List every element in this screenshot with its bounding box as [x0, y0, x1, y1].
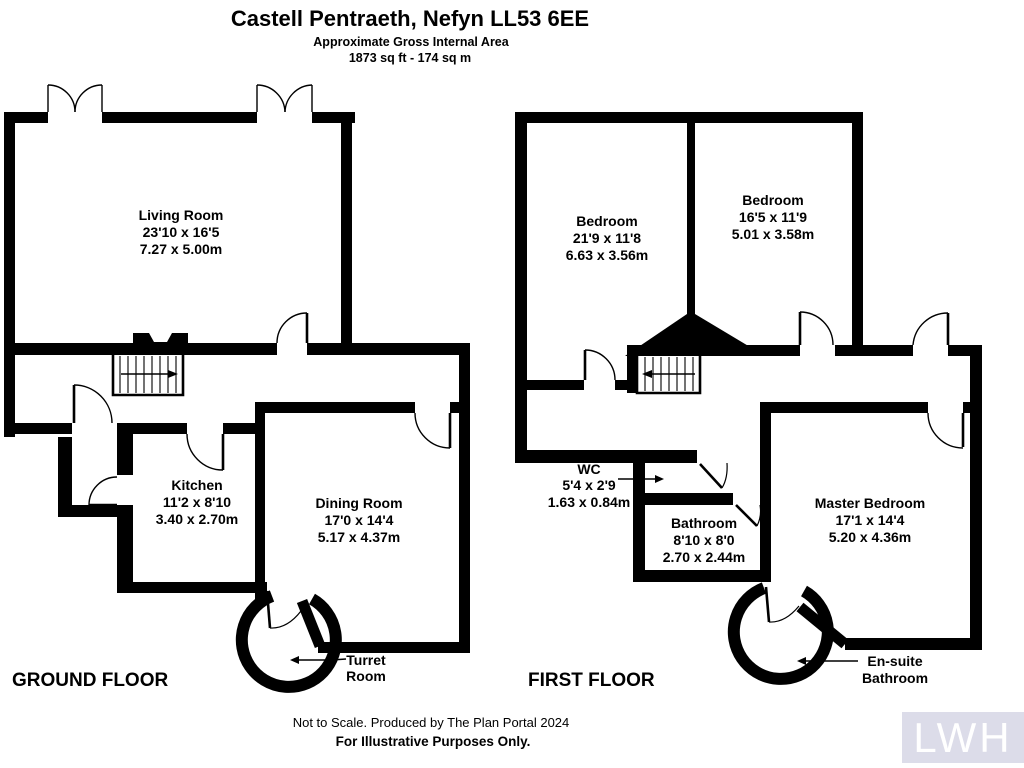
room-label-ensuite-line1: En-suite — [867, 653, 922, 669]
room-label-dining-metric: 5.17 x 4.37m — [318, 529, 401, 545]
room-label-ensuite-line2: Bathroom — [862, 670, 928, 686]
first-floor-plan: Bedroom 21'9 x 11'8 6.63 x 3.56m Bedroom… — [515, 112, 982, 691]
room-label-turret-line1: Turret — [346, 652, 386, 668]
room-label-bathroom-imperial: 8'10 x 8'0 — [673, 532, 734, 548]
header: Castell Pentraeth, Nefyn LL53 6EE Approx… — [231, 6, 589, 65]
first-floor-labels: Bedroom 21'9 x 11'8 6.63 x 3.56m Bedroom… — [528, 192, 928, 691]
turret-diagonal-wall — [296, 598, 326, 649]
wc-arrow — [655, 475, 664, 483]
room-label-bedroom-left-metric: 6.63 x 3.56m — [566, 247, 649, 263]
watermark: LWH — [902, 712, 1024, 763]
first-floor-title: FIRST FLOOR — [528, 670, 655, 691]
turret-room-wall — [235, 590, 342, 693]
footer-line2: For Illustrative Purposes Only. — [336, 734, 531, 749]
turret-leader-line — [299, 658, 347, 661]
room-label-master-imperial: 17'1 x 14'4 — [836, 512, 905, 528]
room-label-kitchen-imperial: 11'2 x 8'10 — [163, 494, 231, 510]
ground-floor-labels: Living Room 23'10 x 16'5 7.27 x 5.00m Ki… — [12, 207, 403, 691]
room-label-wc-metric: 1.63 x 0.84m — [548, 494, 631, 510]
room-label-kitchen-metric: 3.40 x 2.70m — [156, 511, 239, 527]
room-label-bedroom-right-name: Bedroom — [742, 192, 803, 208]
room-label-kitchen-name: Kitchen — [171, 477, 222, 493]
room-label-bathroom-metric: 2.70 x 2.44m — [663, 549, 746, 565]
room-label-wc-imperial: 5'4 x 2'9 — [562, 477, 616, 493]
ground-floor-stairs — [111, 355, 185, 397]
ground-floor-doors — [47, 84, 452, 629]
footer-line1: Not to Scale. Produced by The Plan Porta… — [293, 715, 570, 730]
room-label-living-imperial: 23'10 x 16'5 — [143, 224, 220, 240]
area-text: 1873 sq ft - 174 sq m — [349, 51, 471, 65]
room-label-bathroom-name: Bathroom — [671, 515, 737, 531]
ensuite-turret-wall — [727, 582, 834, 685]
footer: Not to Scale. Produced by The Plan Porta… — [293, 715, 570, 749]
ensuite-arrow — [797, 657, 806, 665]
room-label-wc-name: WC — [577, 461, 600, 477]
room-label-bedroom-left-name: Bedroom — [576, 213, 637, 229]
watermark-box — [902, 712, 1024, 763]
room-label-dining-imperial: 17'0 x 14'4 — [325, 512, 394, 528]
turret-arrow — [290, 656, 299, 664]
chimney-breast — [625, 314, 765, 356]
room-label-turret-line2: Room — [346, 668, 386, 684]
ground-floor-walls — [4, 112, 470, 653]
fireplace-notch — [149, 333, 172, 342]
ground-floor-plan: Living Room 23'10 x 16'5 7.27 x 5.00m Ki… — [4, 84, 470, 693]
room-label-bedroom-right-imperial: 16'5 x 11'9 — [739, 209, 807, 225]
room-label-master-name: Master Bedroom — [815, 495, 925, 511]
room-label-living-name: Living Room — [139, 207, 224, 223]
room-label-master-metric: 5.20 x 4.36m — [829, 529, 912, 545]
ground-floor-title: GROUND FLOOR — [12, 670, 168, 691]
page-title: Castell Pentraeth, Nefyn LL53 6EE — [231, 6, 589, 31]
first-floor-doors — [583, 311, 965, 623]
room-label-living-metric: 7.27 x 5.00m — [140, 241, 223, 257]
room-label-dining-name: Dining Room — [315, 495, 402, 511]
room-label-bedroom-left-imperial: 21'9 x 11'8 — [573, 230, 641, 246]
first-floor-stairs — [635, 356, 702, 395]
watermark-text: LWH — [913, 714, 1012, 761]
room-label-bedroom-right-metric: 5.01 x 3.58m — [732, 226, 815, 242]
subtitle: Approximate Gross Internal Area — [313, 35, 509, 49]
